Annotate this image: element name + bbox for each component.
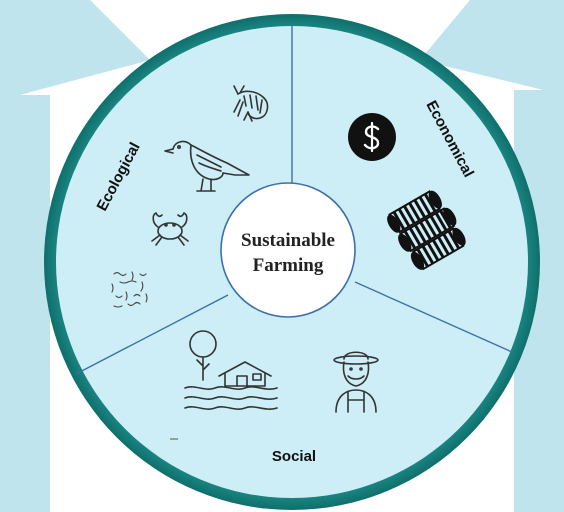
segment-label-social: Social xyxy=(272,448,316,465)
house-by-water-icon xyxy=(184,330,278,410)
background-band-right xyxy=(544,90,564,512)
background-band-top-left xyxy=(20,0,150,95)
divider-economical-social xyxy=(354,281,513,353)
center-title-line2: Farming xyxy=(253,255,324,276)
divider-social-ecological xyxy=(75,294,229,375)
background-panel-left xyxy=(20,95,50,512)
farmer-icon xyxy=(333,351,379,413)
center-title-line1: Sustainable xyxy=(241,230,335,251)
coins-stack-icon xyxy=(387,190,466,271)
bird-icon xyxy=(164,140,250,192)
microorganism-icon xyxy=(111,271,148,308)
dollar-icon xyxy=(348,113,396,161)
center-circle xyxy=(220,182,356,318)
background-band-top-right xyxy=(420,0,564,95)
shrimp-icon xyxy=(233,85,269,122)
crab-icon xyxy=(151,212,189,246)
